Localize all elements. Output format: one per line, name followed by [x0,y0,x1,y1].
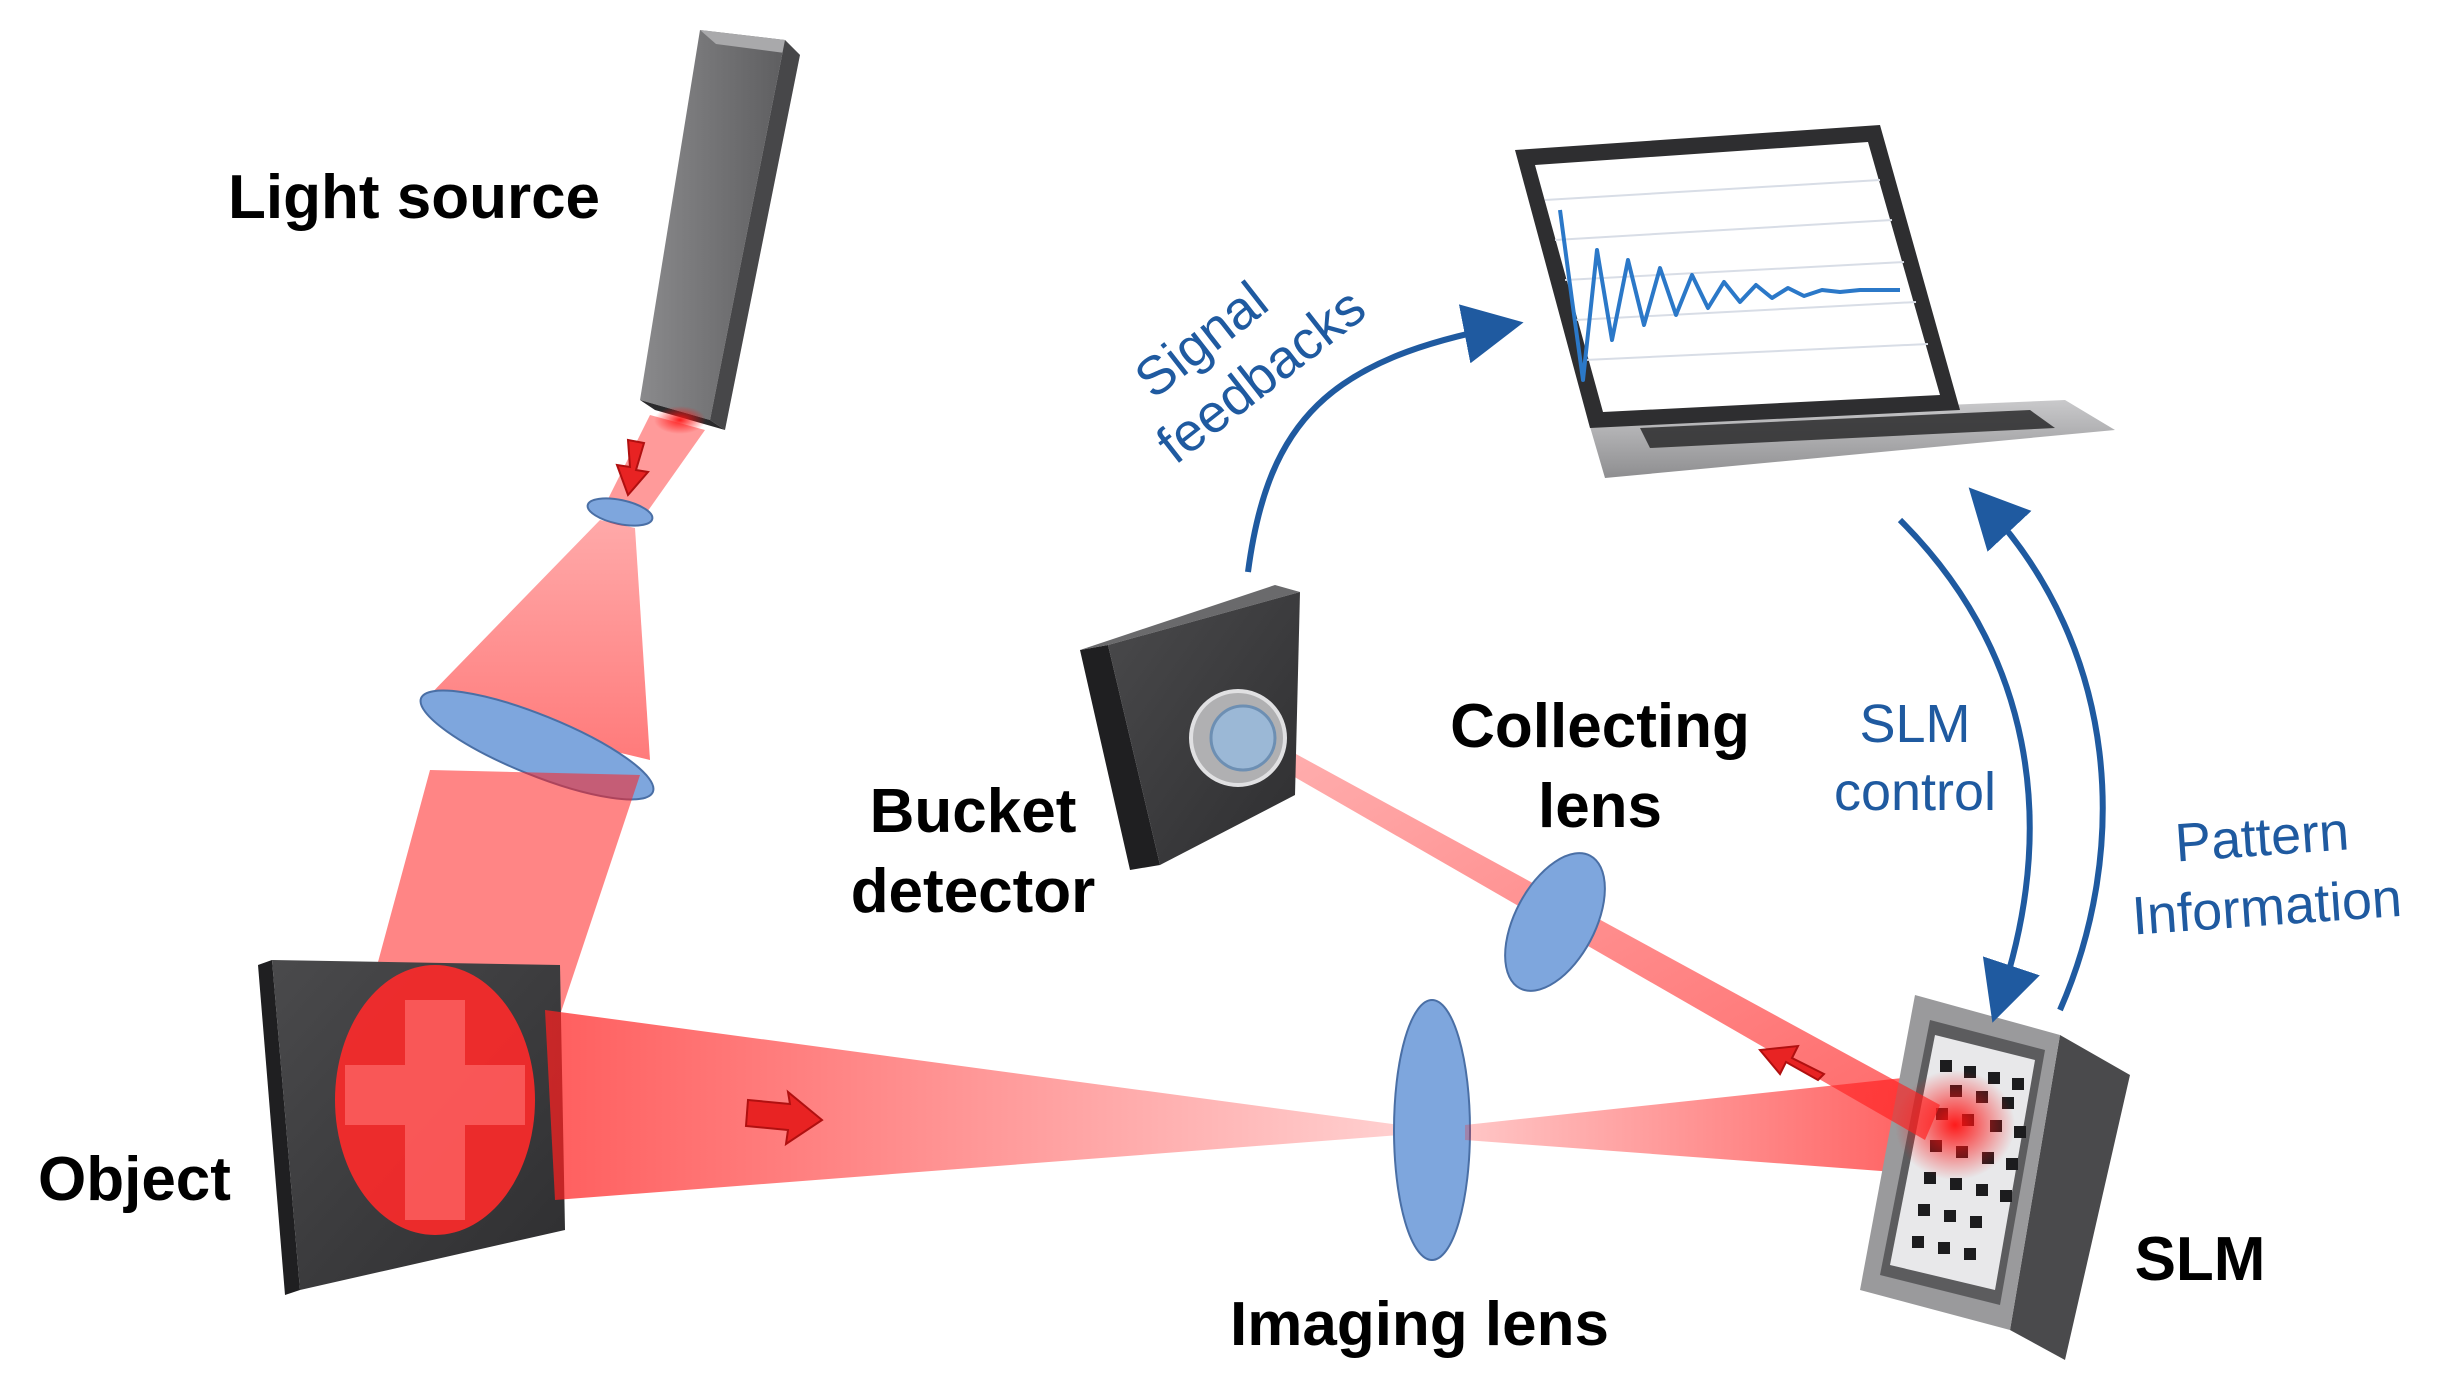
detector-window-lens [1209,704,1277,772]
label-slm: SLM [2135,1225,2266,1294]
object-cross-pattern [345,1000,525,1220]
red-arrow-right-icon [744,1089,824,1147]
laptop-keyboard [1640,410,2055,448]
bucket-detector [1080,585,1300,870]
label-bucket-detector-line1: Bucket [870,777,1077,846]
slm-device [1860,995,2130,1360]
slm-control-arrow [1897,517,2040,1023]
label-pattern-information-line1: Pattern [2173,801,2351,873]
detector-side [1080,645,1160,870]
small-lens [586,497,654,527]
collecting-lens [1504,852,1606,992]
red-arrow-left-up-icon [1758,1044,1826,1082]
signal-feedback-arrow [1245,304,1524,573]
object-mask [258,960,565,1295]
label-slm-control-line1: SLM [1859,694,1970,754]
label-signal-feedbacks: Signal feedbacks [1124,270,1377,475]
beam-imaging-lens-to-slm [1465,1075,1935,1175]
screen-convergence-plot [1558,209,1900,382]
pattern-information-arrow [1968,487,2106,1012]
screen-grid-lines [1544,179,1929,361]
label-imaging-lens: Imaging lens [1230,1290,1609,1359]
red-arrow-down-icon [615,438,650,497]
slm-body-side [2010,1035,2130,1360]
imaging-lens [1393,999,1471,1261]
label-bucket-detector-line2: detector [851,857,1096,926]
laser-body-front [710,40,800,430]
label-collecting-lens-line2: lens [1538,772,1662,841]
label-pattern-information-line2: Information [2130,868,2404,947]
label-object: Object [38,1145,231,1214]
label-collecting-lens-line1: Collecting [1450,692,1750,761]
laser-emission-glow [654,406,706,434]
laptop-computer [1515,125,2115,478]
detector-top [1080,585,1300,650]
label-light-source: Light source [228,163,600,232]
label-slm-control-line2: control [1834,762,1996,822]
object-panel-edge [258,960,300,1295]
beam-slm-to-detector [1265,748,1940,1140]
laptop-screen [1535,142,1940,412]
light-source [640,30,800,434]
beam-object-to-imaging-lens [545,1010,1400,1200]
laser-body-top [700,30,800,55]
laser-body-side [640,30,785,420]
label-pattern-information: Pattern Information [2130,801,2404,947]
